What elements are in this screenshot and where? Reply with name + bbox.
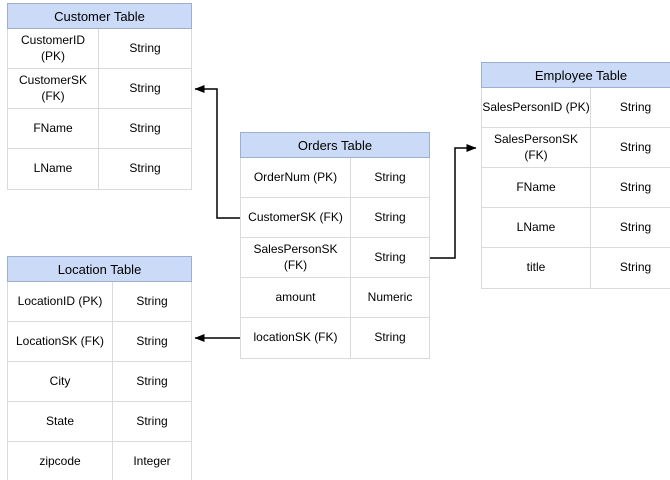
table-row: State String <box>8 402 191 442</box>
location-table-title: Location Table <box>7 256 192 282</box>
table-row: amount Numeric <box>241 278 429 318</box>
field-type-cell: String <box>374 169 406 184</box>
table-row: SalesPersonSK (FK) String <box>482 128 670 168</box>
table-row: zipcode Integer <box>8 442 191 480</box>
connector-orders-customer[interactable] <box>194 85 240 219</box>
field-type-cell: String <box>619 99 652 114</box>
table-row: OrderNum (PK) String <box>241 158 429 198</box>
field-type-cell: String <box>136 293 168 308</box>
field-name-cell: OrderNum (PK) <box>241 158 351 197</box>
field-name-cell: SalesPersonSK (FK) <box>241 238 351 277</box>
field-name-cell: locationSK (FK) <box>241 318 351 358</box>
field-type-cell: String <box>619 260 652 275</box>
field-type-cell: String <box>136 413 168 428</box>
field-name-cell: SalesPersonSK (FK) <box>482 128 591 167</box>
table-row: locationSK (FK) String <box>241 318 429 358</box>
field-name-cell: LocationID (PK) <box>8 282 113 321</box>
field-type-cell: String <box>129 120 161 135</box>
field-name-cell: CustomerID (PK) <box>8 29 99 68</box>
table-row: City String <box>8 362 191 402</box>
table-row: FName String <box>8 109 191 149</box>
field-type-cell: String <box>619 219 652 234</box>
field-type-cell: Numeric <box>367 289 413 304</box>
table-row: SalesPersonSK (FK) String <box>241 238 429 278</box>
employee-table-title: Employee Table <box>481 62 670 88</box>
customer-table-title: Customer Table <box>7 3 192 29</box>
field-name-cell: City <box>8 362 113 401</box>
field-type-cell: String <box>129 161 161 176</box>
employee-table[interactable]: Employee Table SalesPersonID (PK) String… <box>481 62 670 289</box>
field-name-cell: CustomerSK (FK) <box>8 69 99 108</box>
orders-table[interactable]: Orders Table OrderNum (PK) String Custom… <box>240 132 430 359</box>
field-name-cell: amount <box>241 278 351 317</box>
customer-table[interactable]: Customer Table CustomerID (PK) String Cu… <box>7 3 192 190</box>
field-name-cell: SalesPersonID (PK) <box>482 88 591 127</box>
table-row: LName String <box>8 149 191 189</box>
field-type-cell: String <box>136 333 168 348</box>
field-type-cell: String <box>619 179 652 194</box>
table-row: FName String <box>482 168 670 208</box>
customer-table-body: CustomerID (PK) String CustomerSK (FK) S… <box>7 29 192 190</box>
field-type-cell: String <box>136 373 168 388</box>
field-type-cell: String <box>129 40 161 55</box>
employee-table-body: SalesPersonID (PK) String SalesPersonSK … <box>481 88 670 289</box>
table-row: LocationID (PK) String <box>8 282 191 322</box>
connector-orders-employee[interactable] <box>430 144 477 259</box>
table-row: CustomerSK (FK) String <box>8 69 191 109</box>
location-table[interactable]: Location Table LocationID (PK) String Lo… <box>7 256 192 480</box>
table-row: CustomerID (PK) String <box>8 29 191 69</box>
table-row: LName String <box>482 208 670 248</box>
field-type-cell: String <box>374 209 406 224</box>
field-type-cell: Integer <box>133 454 171 469</box>
field-name-cell: State <box>8 402 113 441</box>
table-row: SalesPersonID (PK) String <box>482 88 670 128</box>
field-type-cell: String <box>374 249 406 264</box>
field-name-cell: LocationSK (FK) <box>8 322 113 361</box>
field-name-cell: zipcode <box>8 442 113 480</box>
field-type-cell: String <box>619 139 652 154</box>
orders-table-body: OrderNum (PK) String CustomerSK (FK) Str… <box>240 158 430 359</box>
table-row: title String <box>482 248 670 288</box>
orders-table-title: Orders Table <box>240 132 430 158</box>
field-name-cell: LName <box>8 149 99 189</box>
field-name-cell: title <box>482 248 591 288</box>
field-name-cell: FName <box>8 109 99 148</box>
location-table-body: LocationID (PK) String LocationSK (FK) S… <box>7 282 192 480</box>
table-row: LocationSK (FK) String <box>8 322 191 362</box>
field-type-cell: String <box>374 330 406 345</box>
field-name-cell: LName <box>482 208 591 247</box>
field-name-cell: FName <box>482 168 591 207</box>
table-row: CustomerSK (FK) String <box>241 198 429 238</box>
field-name-cell: CustomerSK (FK) <box>241 198 351 237</box>
field-type-cell: String <box>129 80 161 95</box>
